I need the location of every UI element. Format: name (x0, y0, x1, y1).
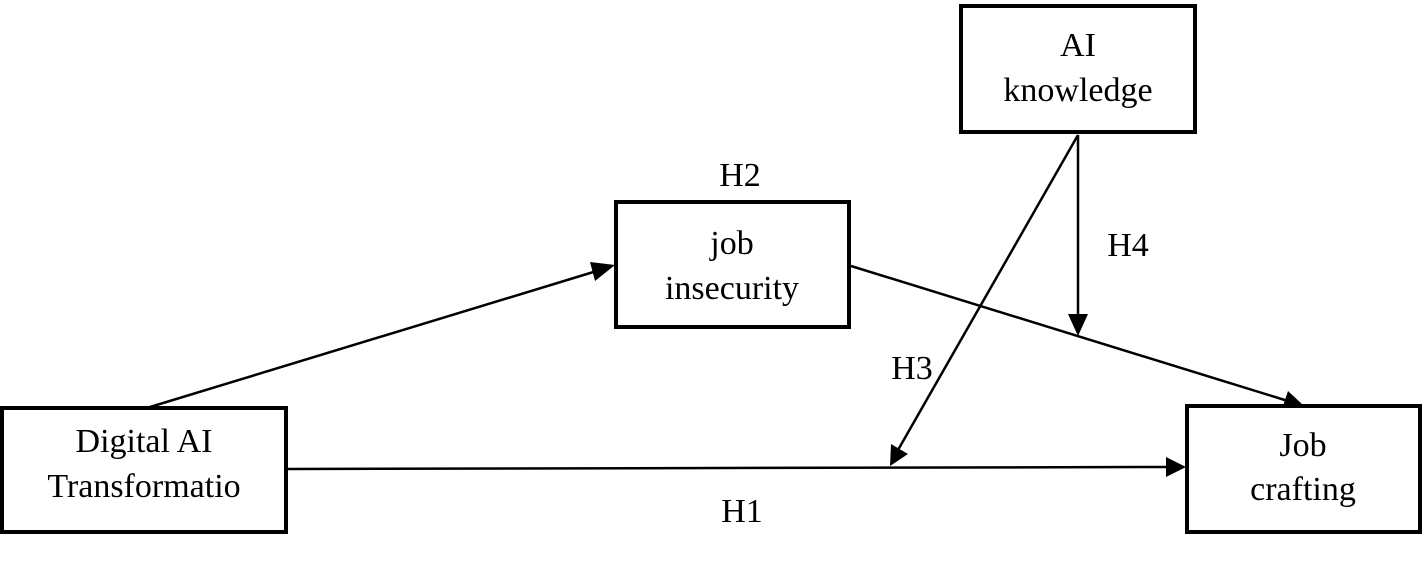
node-label-line1: job (709, 225, 753, 262)
node-box (1185, 404, 1422, 534)
node-label-line2: knowledge (1003, 72, 1152, 109)
node-box (614, 200, 851, 329)
node-label-line2: insecurity (665, 270, 799, 307)
hypothesis-label-h2: H2 (719, 157, 761, 194)
edge-job-insecurity-to-job-crafting (850, 264, 1289, 403)
node-label-line1: Digital AI (76, 423, 213, 460)
node-job-crafting: Job crafting (1185, 404, 1422, 534)
hypothesis-label-h4: H4 (1107, 227, 1149, 264)
arrowhead-job-crafting-left (1166, 457, 1186, 477)
node-label-line1: Job (1279, 427, 1326, 464)
node-digital-ai-transformation: Digital AI Transformatio (0, 406, 288, 534)
node-label-line2: crafting (1250, 471, 1356, 508)
node-label-line1: AI (1060, 27, 1096, 64)
edge-digital-ai-to-job-insecurity (149, 268, 601, 409)
node-box (0, 406, 288, 534)
arrowhead-indirect-path (1068, 314, 1088, 336)
arrowhead-job-insecurity (590, 262, 615, 281)
node-job-insecurity: job insecurity (614, 200, 851, 329)
hypothesis-label-h3: H3 (891, 350, 933, 387)
node-label-line2: Transformatio (47, 468, 240, 505)
arrowhead-h1-path (890, 444, 908, 466)
node-ai-knowledge: AI knowledge (959, 4, 1197, 134)
edge-digital-ai-to-job-crafting (287, 465, 1169, 471)
node-box (959, 4, 1197, 134)
edge-ai-knowledge-to-h1-path (896, 134, 1080, 451)
hypothesis-label-h1: H1 (721, 493, 763, 530)
